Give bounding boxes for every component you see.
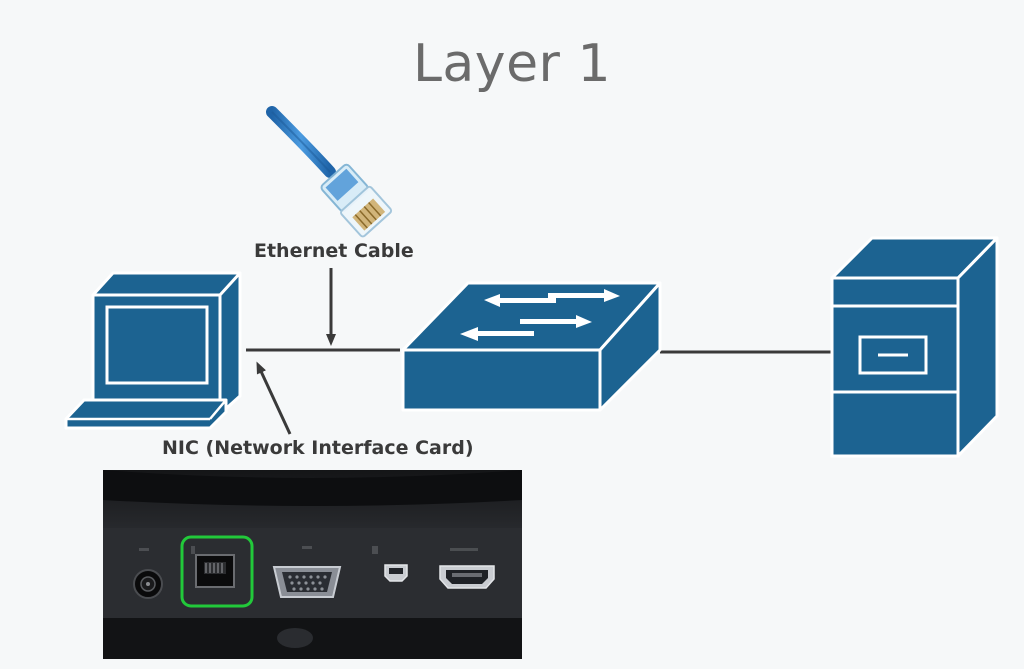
dc-power-port: [133, 569, 163, 599]
ethernet-cable-label: Ethernet Cable: [254, 240, 414, 262]
switch-icon: [401, 281, 662, 412]
hdmi-port: [439, 565, 495, 589]
ethernet-port: [195, 554, 235, 588]
ethernet-plug-icon: [266, 106, 393, 238]
nic-label: NIC (Network Interface Card): [162, 437, 474, 459]
server-icon: [830, 236, 999, 458]
nic-arrow: [256, 361, 292, 435]
mini-displayport: [384, 564, 408, 582]
diagram-title: Layer 1: [412, 34, 612, 94]
ethernet-port-highlight: [180, 535, 254, 608]
vga-port: [272, 566, 342, 598]
computer-icon: [64, 271, 242, 430]
laptop-ports-photo: [103, 470, 522, 659]
